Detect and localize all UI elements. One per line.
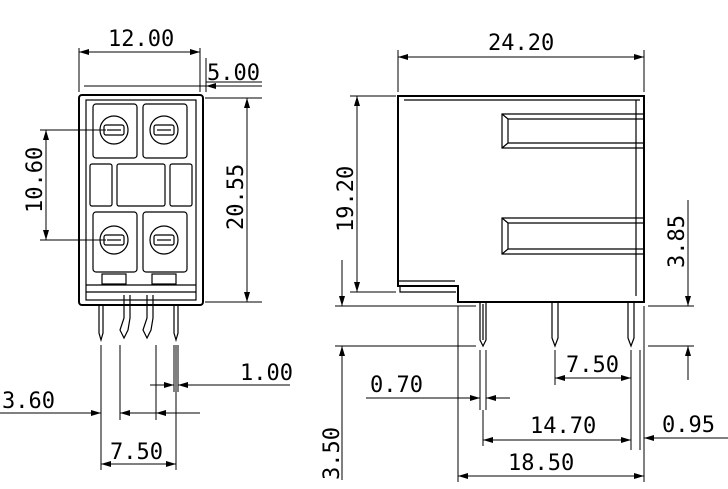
side-pins <box>479 302 635 348</box>
dim-offset: 3.60 <box>0 345 200 470</box>
dim-pin-thickness: 0.70 <box>366 350 510 410</box>
label-3-50: 3.50 <box>320 427 345 480</box>
label-19-20: 19.20 <box>334 166 359 232</box>
wire-entry-upper <box>501 113 644 149</box>
dim-pin-length: 3.50 <box>320 260 476 480</box>
screw-terminal-top-left <box>92 103 138 159</box>
dim-pin-width: 1.00 <box>150 345 293 392</box>
dim-opening-height: 3.85 <box>648 200 694 380</box>
label-7-50-front: 7.50 <box>110 440 163 465</box>
front-pins <box>98 295 179 343</box>
screw-terminal-bottom-left <box>92 211 138 285</box>
label-24-20: 24.20 <box>488 31 554 56</box>
dim-front-pin-pitch: 7.50 <box>101 345 177 470</box>
dim-edge-offset: 0.95 <box>639 306 728 450</box>
side-view: 24.20 19.20 3.85 3.50 <box>320 31 728 482</box>
label-3-60: 3.60 <box>2 389 55 414</box>
label-12-00: 12.00 <box>108 27 174 52</box>
wire-entry-lower <box>501 217 644 255</box>
screw-terminal-top-right <box>142 103 188 159</box>
label-1-00: 1.00 <box>240 361 293 386</box>
label-3-85: 3.85 <box>665 215 690 268</box>
dim-side-pin-pitch: 7.50 <box>554 350 632 450</box>
label-5-00: 5.00 <box>207 61 260 86</box>
dim-pin-offset: 14.70 <box>482 410 631 446</box>
dim-screw-spacing: 10.60 <box>23 129 106 241</box>
dim-height: 20.55 <box>205 97 262 303</box>
dim-side-height: 19.20 <box>334 95 396 293</box>
label-18-50: 18.50 <box>508 451 574 476</box>
label-0-70: 0.70 <box>370 373 423 398</box>
dim-overall-length: 24.20 <box>397 31 645 92</box>
front-view: 12.00 5.00 20.55 10.60 <box>0 27 293 470</box>
label-20-55: 20.55 <box>224 164 249 230</box>
label-7-50-side: 7.50 <box>566 353 619 378</box>
label-0-95: 0.95 <box>662 413 715 438</box>
dim-pitch: 5.00 <box>84 58 262 92</box>
screw-terminal-bottom-right <box>142 211 188 285</box>
dim-pin-span: 18.50 <box>457 306 645 482</box>
dim-overall-width: 12.00 <box>78 27 201 92</box>
label-10-60: 10.60 <box>23 147 48 213</box>
label-14-70: 14.70 <box>530 414 596 439</box>
